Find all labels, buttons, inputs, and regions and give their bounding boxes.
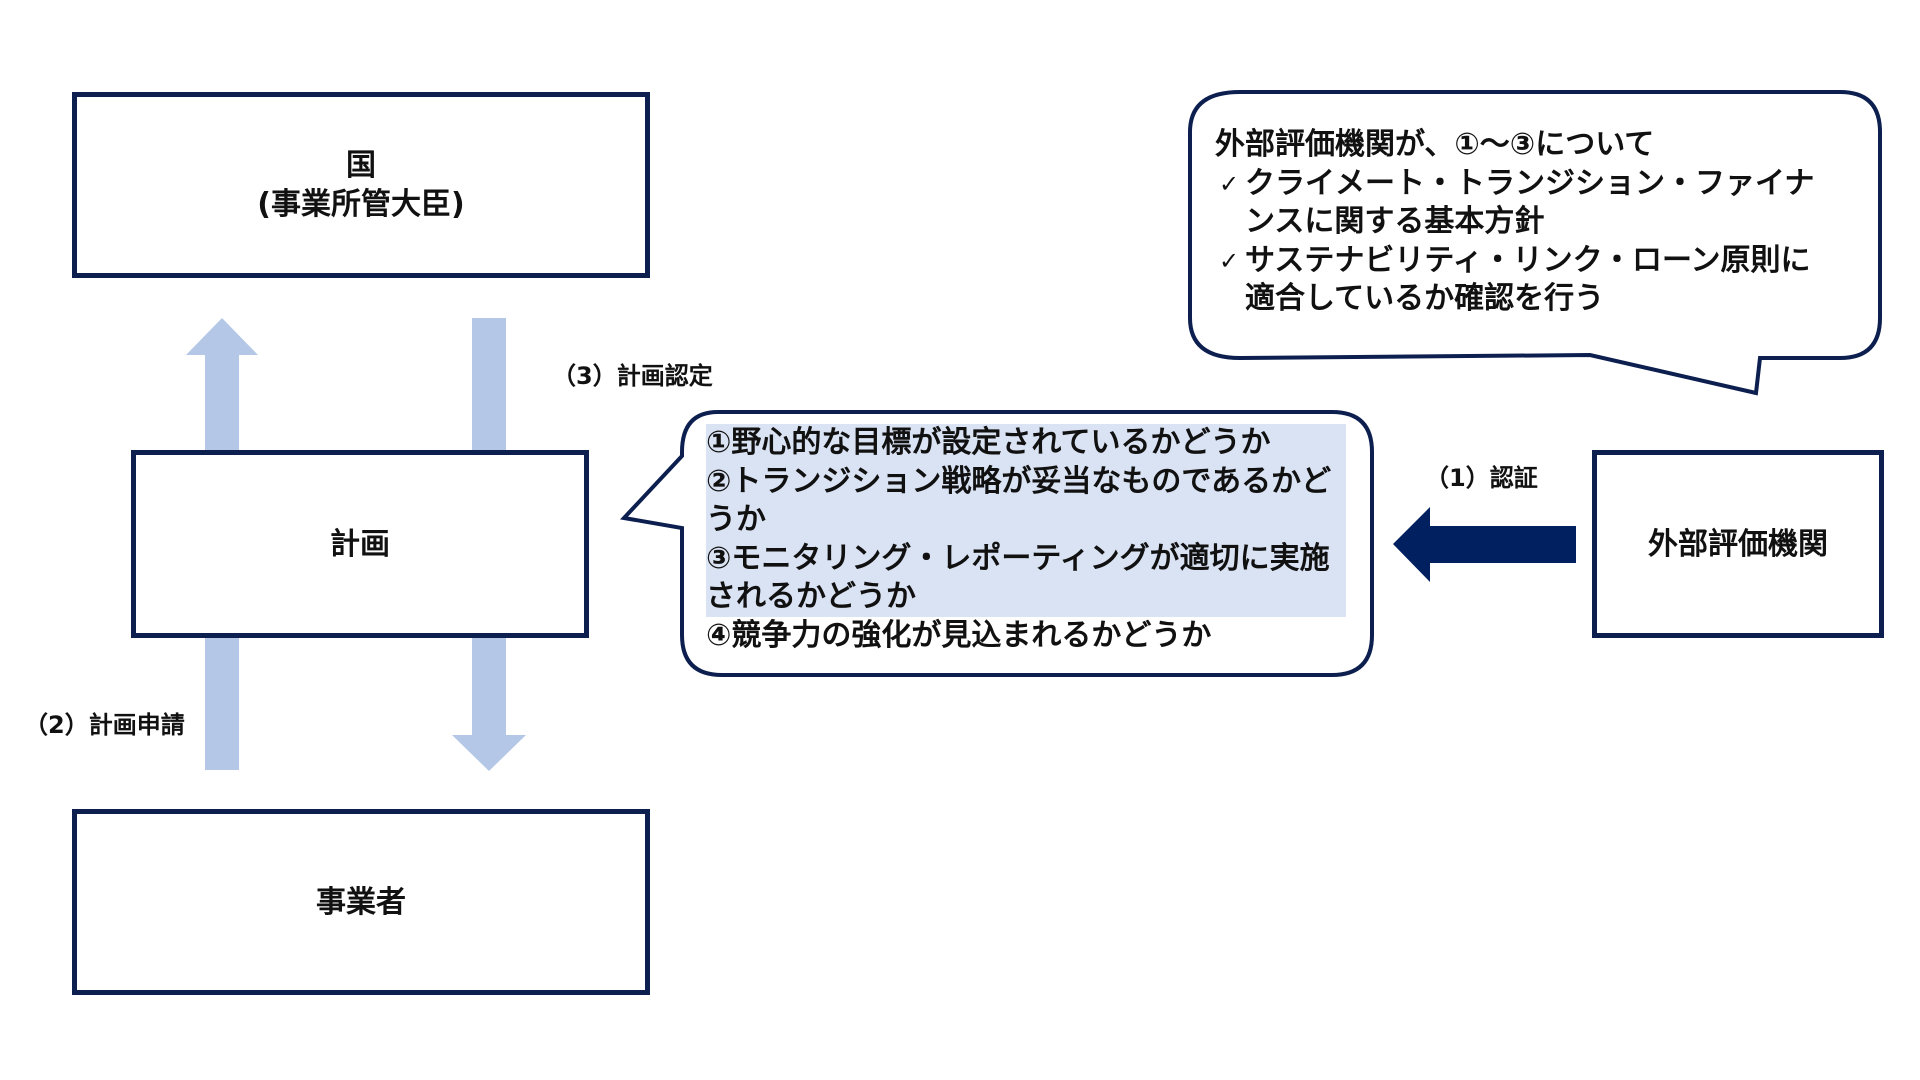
kuni-sublabel: (事業所管大臣) <box>257 187 465 222</box>
step3-label: （3）計画認定 <box>552 362 713 390</box>
arrow-down-to-jigyousha <box>452 638 526 771</box>
check-item-text: サステナビリティ・リンク・ローン原則に適合しているか確認を行う <box>1245 242 1811 317</box>
arrow-down-approval <box>472 318 506 450</box>
criteria-item: ④競争力の強化が見込まれるかどうか <box>706 617 1212 653</box>
step1-label: （1）認証 <box>1425 464 1538 492</box>
box-jigyousha: 事業者 <box>72 809 650 995</box>
arrow-certification <box>1393 507 1576 582</box>
arrow-up-application <box>205 638 239 770</box>
check-item: ✓ クライメート・トランジション・ファイナンスに関する基本方針 <box>1215 165 1835 242</box>
check-icon: ✓ <box>1219 246 1240 275</box>
criteria-item: ③モニタリング・レポーティングが適切に実施されるかどうか <box>706 540 1330 615</box>
keikaku-label: 計画 <box>330 526 390 562</box>
criteria-item: ②トランジション戦略が妥当なものであるかどうか <box>706 463 1332 538</box>
external-note-intro: 外部評価機関が、①～③について <box>1215 127 1655 162</box>
step2-label: （2）計画申請 <box>24 711 185 739</box>
jigyousha-label: 事業者 <box>316 884 406 920</box>
check-icon: ✓ <box>1219 169 1240 198</box>
check-item-text: クライメート・トランジション・ファイナンスに関する基本方針 <box>1245 165 1815 240</box>
external-org-label: 外部評価機関 <box>1648 526 1828 562</box>
arrow-up-to-kuni <box>186 318 258 450</box>
box-kuni: 国 (事業所管大臣) <box>72 92 650 278</box>
external-note: 外部評価機関が、①～③について ✓ クライメート・トランジション・ファイナンスに… <box>1215 126 1835 319</box>
kuni-label: 国 <box>346 148 376 183</box>
check-item: ✓ サステナビリティ・リンク・ローン原則に適合しているか確認を行う <box>1215 242 1835 319</box>
criteria-highlight: ①野心的な目標が設定されているかどうか ②トランジション戦略が妥当なものであるか… <box>706 424 1346 617</box>
box-external-org: 外部評価機関 <box>1592 450 1884 638</box>
external-callout <box>1188 90 1882 396</box>
criteria-item: ①野心的な目標が設定されているかどうか <box>706 425 1271 460</box>
box-keikaku: 計画 <box>131 450 589 638</box>
criteria-list: ①野心的な目標が設定されているかどうか ②トランジション戦略が妥当なものであるか… <box>706 424 1346 655</box>
